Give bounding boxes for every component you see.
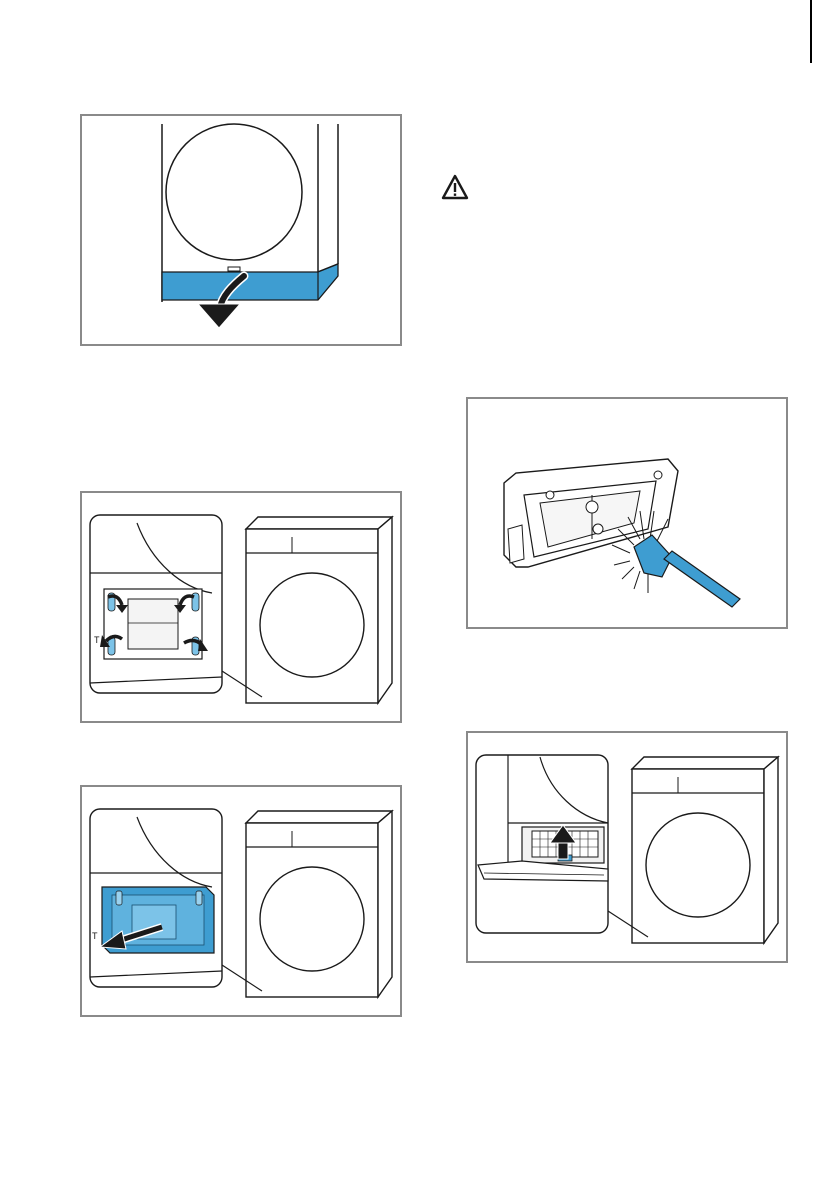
warning-triangle-icon (441, 174, 469, 200)
fluff-filter-insertion (468, 733, 786, 961)
page-edge-marker (810, 0, 812, 63)
heat-exchanger-cover-levers: T (82, 493, 400, 721)
svg-text:T: T (94, 635, 100, 645)
illustration-open-flap (80, 114, 402, 346)
illustration-insert-filter (466, 731, 788, 963)
cover-seal-brush-cleaning (468, 399, 786, 627)
heat-exchanger-cover-removal: T (82, 787, 400, 1015)
illustration-unlock-levers: T (80, 491, 402, 723)
illustration-clean-seal (466, 397, 788, 629)
dryer-front-flap-open (82, 116, 400, 344)
svg-text:T: T (92, 931, 98, 941)
illustration-remove-cover: T (80, 785, 402, 1017)
